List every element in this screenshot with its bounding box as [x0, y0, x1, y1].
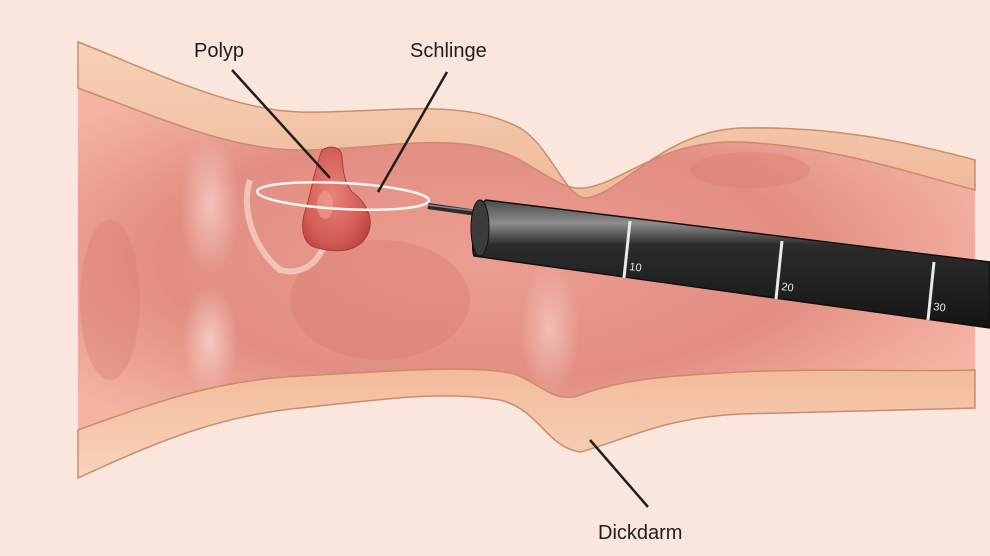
fold-highlight — [80, 220, 140, 380]
fold-highlight — [520, 260, 580, 400]
polyp-highlight — [317, 191, 333, 219]
polyp-label: Polyp — [194, 40, 244, 63]
colon-leader-line — [590, 440, 648, 507]
fold-highlight — [182, 285, 238, 395]
scope-mark-label: 20 — [781, 281, 795, 294]
colon-label: Dickdarm — [598, 522, 682, 545]
scope-mark-label: 30 — [933, 301, 947, 314]
fold-highlight — [180, 135, 240, 275]
snare-label: Schlinge — [410, 40, 487, 63]
endoscope-tip — [471, 200, 489, 256]
fold-shadow — [690, 152, 810, 188]
scope-mark-label: 10 — [629, 261, 643, 274]
